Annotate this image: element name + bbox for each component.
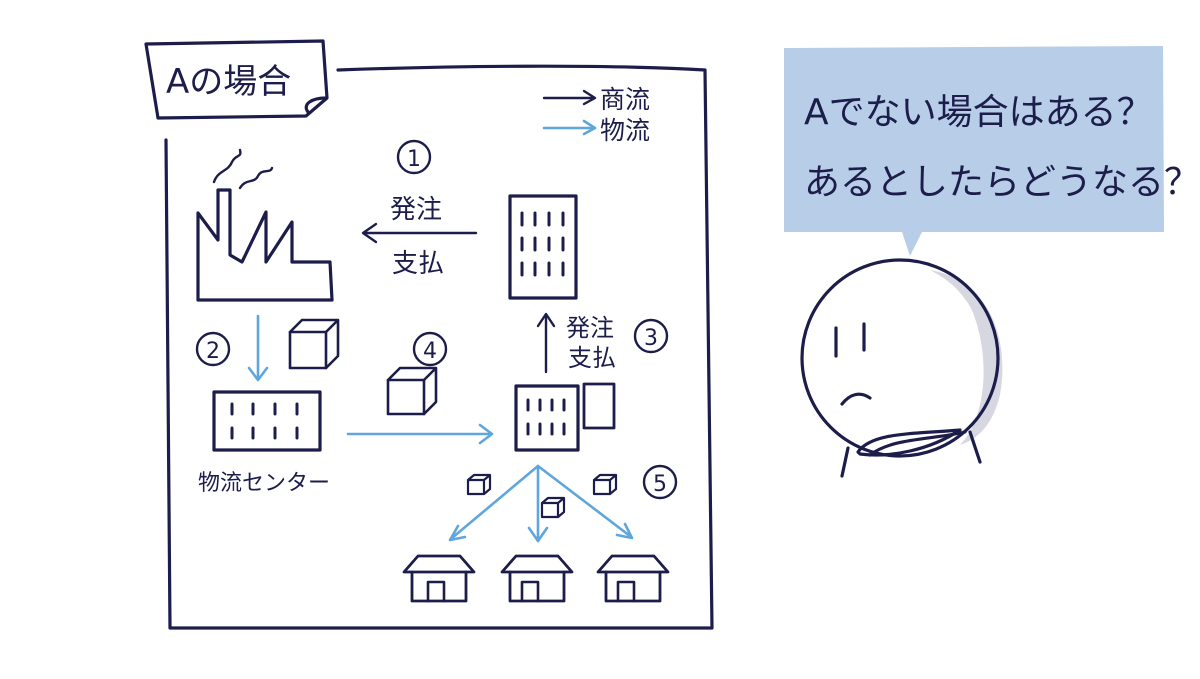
box-icon xyxy=(386,366,438,416)
small-box-icon xyxy=(466,473,492,496)
legend-commercial-label: 商流 xyxy=(600,85,650,114)
step-2: 2 xyxy=(195,314,340,382)
distribution-center-icon xyxy=(212,390,322,452)
building-windows xyxy=(520,211,565,277)
legend-logistics-label: 物流 xyxy=(600,116,650,145)
step-4-number: 4 xyxy=(423,339,437,364)
step-1: 1 発注 支払 xyxy=(361,139,478,279)
order-label-right: 発注 xyxy=(566,314,614,342)
speech-line-2: あるとしたらどうなる？ xyxy=(804,162,1200,203)
dc-windows xyxy=(230,402,299,440)
scenario-frame xyxy=(164,64,714,630)
payment-label-right: 支払 xyxy=(568,344,616,372)
store-windows xyxy=(526,398,566,436)
step-5-number: 5 xyxy=(653,472,667,497)
step-1-number: 1 xyxy=(407,147,421,172)
step-2-number: 2 xyxy=(206,339,220,364)
step-5: 5 xyxy=(448,464,678,543)
order-label-top: 発注 xyxy=(390,195,442,225)
step-3: 発注 支払 3 xyxy=(536,312,669,374)
box-icon xyxy=(288,318,340,370)
house-icon xyxy=(596,554,670,603)
legend: 商流 物流 xyxy=(542,85,650,145)
step-4: 4 xyxy=(346,331,494,445)
distribution-center-label: 物流センター xyxy=(198,471,330,496)
step-3-number: 3 xyxy=(644,326,658,351)
store-icon xyxy=(514,382,616,452)
retailer-building-icon xyxy=(508,194,578,300)
small-box-icon xyxy=(592,473,618,496)
house-icon xyxy=(402,554,476,603)
small-box-icon xyxy=(540,496,566,519)
factory-icon xyxy=(196,148,334,302)
speech-bubble: Aでない場合はある？ あるとしたらどうなる？ xyxy=(784,46,1200,256)
house-icon xyxy=(500,554,574,603)
title-text: Aの場合 xyxy=(166,62,291,102)
speech-line-1: Aでない場合はある？ xyxy=(804,92,1153,133)
thinking-face-icon xyxy=(800,258,1003,478)
payment-label-top: 支払 xyxy=(392,249,444,279)
title-tag: Aの場合 xyxy=(144,39,329,120)
